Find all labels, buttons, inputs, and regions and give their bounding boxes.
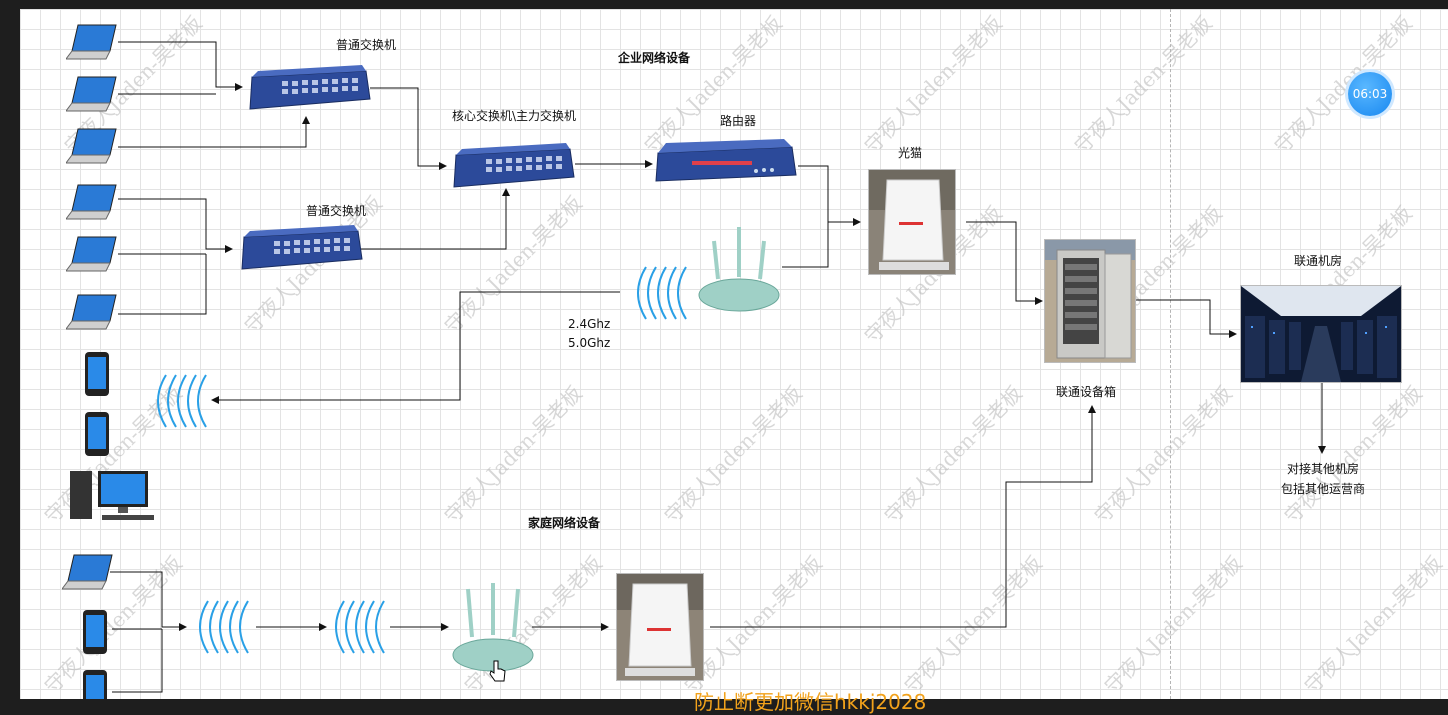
equipment-cabinet-photo <box>1044 239 1136 363</box>
home-section-title: 家庭网络设备 <box>528 516 601 530</box>
unicom-room-label: 联通机房 <box>1294 254 1343 268</box>
server-room-photo <box>1240 285 1402 383</box>
laptop-icon <box>66 24 117 60</box>
phone-icon <box>83 670 107 699</box>
enterprise-section-title: 企业网络设备 <box>618 51 691 65</box>
wifi-signal-icon <box>199 600 249 654</box>
unicom-box-label: 联通设备箱 <box>1056 385 1117 399</box>
connection-lines <box>110 41 1326 693</box>
grid-divider <box>1170 9 1171 699</box>
router-icon <box>655 139 797 182</box>
laptop-icon <box>66 184 117 220</box>
phone-icon <box>85 412 109 456</box>
wireless-router-icon <box>698 227 780 312</box>
wireless-router-icon <box>452 583 534 672</box>
switch-top-label: 普通交换机 <box>336 38 397 52</box>
contact-note: 防止断更加微信hkkj2028 <box>694 690 927 714</box>
wifi-band-label: 5.0Ghz <box>568 336 611 350</box>
switch-bottom-label: 普通交换机 <box>306 204 367 218</box>
desktop-icon <box>70 471 154 520</box>
hand-cursor-icon <box>489 660 506 682</box>
laptop-icon <box>66 236 117 272</box>
laptop-icon <box>66 76 117 112</box>
phone-icon <box>83 610 107 654</box>
phone-icon <box>85 352 109 396</box>
switch-icon <box>249 65 371 110</box>
diagram-canvas: 守夜人Jaden-吴老板 守夜人Jaden-吴老板 守夜人Jaden-吴老板 守… <box>20 9 1448 699</box>
other-carriers-label: 包括其他运营商 <box>1280 482 1365 496</box>
switch-icon <box>453 143 575 188</box>
core-switch-label: 核心交换机\主力交换机 <box>452 109 577 123</box>
wifi-signal-icon <box>637 266 687 320</box>
modem-label: 光猫 <box>898 146 923 160</box>
optical-modem-photo <box>868 169 956 275</box>
laptop-icon <box>62 554 113 590</box>
switch-icon <box>241 225 363 270</box>
laptop-icon <box>66 128 117 164</box>
wifi-band-label: 2.4Ghz <box>568 317 611 331</box>
other-rooms-label: 对接其他机房 <box>1286 462 1359 476</box>
router-label: 路由器 <box>720 114 757 128</box>
wifi-signal-icon <box>157 374 207 428</box>
recording-timer: 06:03 <box>1348 72 1392 116</box>
laptop-icon <box>66 294 117 330</box>
optical-modem-photo <box>616 573 704 681</box>
wifi-signal-icon <box>335 600 385 654</box>
